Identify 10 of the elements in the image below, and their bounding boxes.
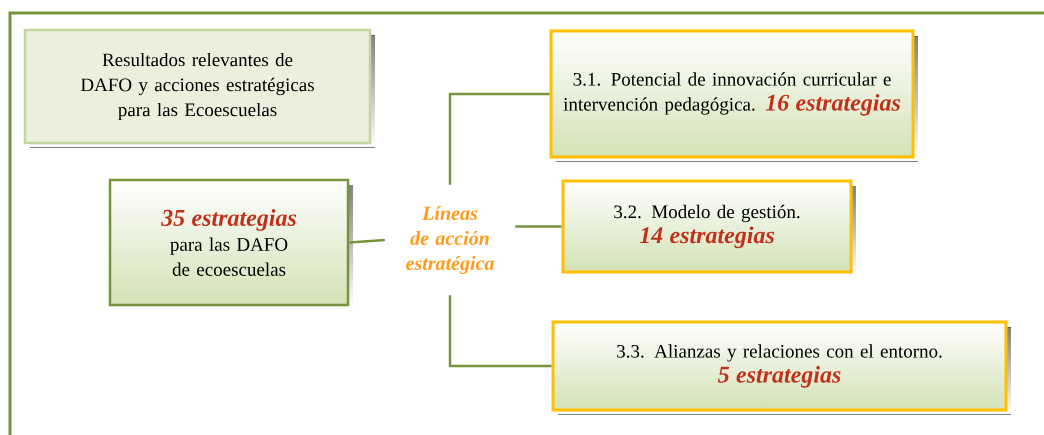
branch-label: Líneas de acción estratégica	[406, 205, 494, 275]
strategy-box: 3.3. Alianzas y relaciones con el entorno. 5 estrategias	[551, 320, 1011, 415]
connector-line	[448, 295, 552, 368]
summary-box: Resultados relevantes de DAFO y acciones estratégicas para las Ecoescuelas	[23, 28, 375, 148]
connector-line	[515, 225, 562, 228]
strategy-box: 3.2. Modelo de gestión. 14 estrategias	[561, 179, 856, 277]
connector-line	[349, 238, 385, 244]
connector-line	[448, 92, 550, 185]
strategy-box: 3.1. Potencial de innovación curricular e intervención pedagógica. 16 estrategias	[549, 29, 918, 162]
process-box: 35 estrategias para las DAFO de ecoescuelas	[108, 178, 353, 310]
